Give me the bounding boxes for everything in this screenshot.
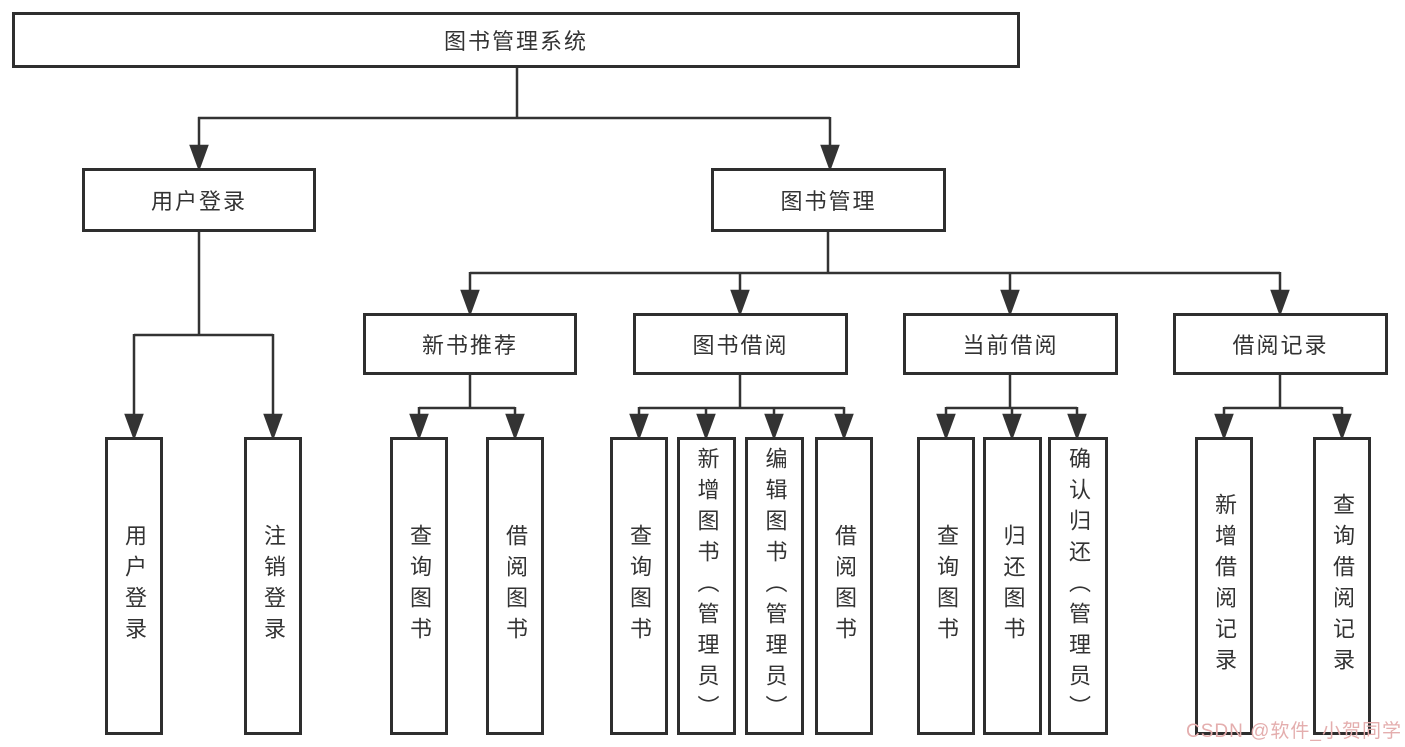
leaf-records-query-record: 查询借阅记录 bbox=[1313, 437, 1371, 735]
leaf-borrow-add-books-admin-label: 新增图书（管理员） bbox=[694, 446, 720, 726]
leaf-borrow-borrow-books: 借阅图书 bbox=[815, 437, 873, 735]
leaf-borrow-edit-books-admin-label: 编辑图书（管理员） bbox=[762, 446, 788, 726]
node-current-borrowing: 当前借阅 bbox=[903, 313, 1118, 375]
leaf-current-query-books: 查询图书 bbox=[917, 437, 975, 735]
leaf-records-add-record-label: 新增借阅记录 bbox=[1212, 493, 1237, 679]
node-book-management: 图书管理 bbox=[711, 168, 946, 232]
node-borrowing-records: 借阅记录 bbox=[1173, 313, 1388, 375]
leaf-newrec-query-books: 查询图书 bbox=[390, 437, 448, 735]
leaf-logout: 注销登录 bbox=[244, 437, 302, 735]
watermark: CSDN @软件_小贺同学 bbox=[1186, 721, 1402, 742]
leaf-borrow-edit-books-admin: 编辑图书（管理员） bbox=[745, 437, 804, 735]
leaf-current-return-books-label: 归还图书 bbox=[1000, 524, 1026, 648]
leaf-newrec-borrow-books-label: 借阅图书 bbox=[503, 524, 528, 648]
leaf-current-confirm-return-admin: 确认归还（管理员） bbox=[1048, 437, 1108, 735]
node-new-book-recommend: 新书推荐 bbox=[363, 313, 577, 375]
leaf-borrow-add-books-admin: 新增图书（管理员） bbox=[677, 437, 736, 735]
leaf-current-return-books: 归还图书 bbox=[983, 437, 1042, 735]
leaf-user-login-label: 用户登录 bbox=[122, 524, 147, 648]
leaf-current-query-books-label: 查询图书 bbox=[934, 524, 959, 648]
leaf-user-login: 用户登录 bbox=[105, 437, 163, 735]
leaf-borrow-query-books-label: 查询图书 bbox=[627, 524, 652, 648]
leaf-borrow-query-books: 查询图书 bbox=[610, 437, 668, 735]
leaf-logout-label: 注销登录 bbox=[261, 524, 286, 648]
leaf-records-add-record: 新增借阅记录 bbox=[1195, 437, 1253, 735]
leaf-current-confirm-return-admin-label: 确认归还（管理员） bbox=[1066, 446, 1091, 726]
node-book-management-system: 图书管理系统 bbox=[12, 12, 1020, 68]
node-book-borrowing: 图书借阅 bbox=[633, 313, 848, 375]
leaf-newrec-borrow-books: 借阅图书 bbox=[486, 437, 544, 735]
leaf-records-query-record-label: 查询借阅记录 bbox=[1330, 493, 1355, 679]
leaf-newrec-query-books-label: 查询图书 bbox=[407, 524, 432, 648]
node-user-login: 用户登录 bbox=[82, 168, 316, 232]
leaf-borrow-borrow-books-label: 借阅图书 bbox=[832, 524, 857, 648]
